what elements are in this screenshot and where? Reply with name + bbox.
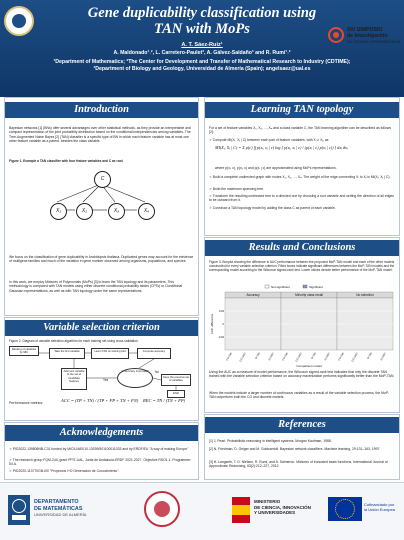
references-panel: References [1] J. Pearl. Probabilistic r… — [204, 414, 400, 480]
eu-logo: Cofinanciado por la Unión Europea — [328, 493, 398, 529]
mi-formula: MI(Xᵢ, Xⱼ | C) = Σ p(c) ∫∫ p(xᵢ, xⱼ | c)… — [215, 145, 348, 150]
ministry-logo: MINISTERIO DE CIENCIA, INNOVACIÓN Y UNIV… — [232, 493, 320, 529]
acc-formula: ACC = (TP + TN) / (TP + FP + TN + FN) — [61, 398, 139, 403]
x-tick-label: CG-TAN — [226, 352, 233, 362]
y-tick-label: 0 — [223, 322, 225, 326]
flow-decision: Is accuracy improved? — [117, 368, 153, 388]
x-tick-label: CG-TAN — [338, 352, 345, 362]
affiliation-1: ¹Department of Mathematics; ²The Center … — [53, 59, 351, 65]
x-tick-label: D-TAN-t — [380, 352, 387, 361]
footer-logos: DEPARTAMENTO DE MATEMÁTICAS UNIVERSIDAD … — [0, 482, 404, 540]
spain-crest-icon — [232, 497, 250, 523]
university-logo — [4, 6, 34, 36]
acknowledgements-panel: Acknowledgements PID2022-139806NB-C31 fu… — [4, 422, 199, 480]
results-paragraph-1: Using the AUC as a measure of model perf… — [209, 370, 395, 379]
authors: A. Maldonado¹˒², L. Carretero-Paulet³, A… — [113, 50, 291, 56]
dept-math-logo: DEPARTAMENTO DE MATEMÁTICAS UNIVERSIDAD … — [8, 493, 104, 529]
intro-paragraph-2: We focus on the classification of gene d… — [9, 255, 194, 264]
learning-step-2: Build a complete undirected graph with n… — [209, 175, 395, 179]
figure1-caption: Figure 1. Example a TAN classifier with … — [9, 159, 123, 163]
reference-3: [3] H. Langseth, T. D. Nielsen, R. Rumí,… — [209, 460, 388, 469]
research-seal-logo — [140, 489, 182, 533]
learning-intro: For a set of feature variables X₁, X₂, .… — [209, 126, 391, 135]
flow-learn-tan: Learn TAN on training fold — [91, 348, 129, 359]
x-tick-label: D-TAN — [367, 352, 373, 360]
panel-title: No selection — [356, 293, 374, 297]
x-tick-label: D-TAN-t — [268, 352, 275, 361]
legend-ns-swatch — [264, 284, 270, 289]
flow-yes-label: Yes — [103, 378, 109, 382]
flow-add-variable: Add next variable to the set of candidat… — [61, 368, 87, 390]
node-x2: X₂ — [76, 203, 93, 220]
y-axis-label: AUC difference — [210, 314, 214, 335]
rec-formula: REC = TN / (TN + FP) — [143, 398, 186, 403]
acknowledgements-heading: Acknowledgements — [5, 425, 198, 441]
references-heading: References — [205, 417, 399, 433]
learning-tan-heading: Learning TAN topology — [205, 102, 399, 118]
flow-compute-accuracy: Compute accuracy — [137, 348, 171, 359]
x-tick-label: D-TAN — [255, 352, 261, 360]
legend-sig-swatch — [302, 284, 308, 289]
panel-title: Accuracy — [246, 293, 260, 297]
y-tick-label: -0.04 — [218, 335, 224, 339]
flow-arrows — [39, 352, 177, 390]
node-x4: X₄ — [138, 203, 155, 220]
panel-title: Minority class recall — [295, 293, 323, 297]
results-heading: Results and Conclusions — [205, 240, 399, 256]
learning-tan-panel: Learning TAN topology For a set of featu… — [204, 97, 400, 236]
metrics-label: Performance metrics: — [9, 401, 44, 405]
variable-selection-panel: Variable selection criterion Figure 2. D… — [4, 317, 199, 421]
results-panel: Results and Conclusions Figure 3. Boxplo… — [204, 237, 400, 413]
eu-flag-icon — [328, 497, 362, 521]
x-tick-label: CG-TAN-t — [351, 352, 359, 363]
symposium-logo: XIV SIMPOSIO de Investigación EN CIENCIA… — [328, 26, 402, 48]
x-tick-label: CG-TAN-t — [295, 352, 303, 363]
figure3-caption: Figure 3. Boxplot showing the difference… — [209, 260, 395, 272]
x-tick-label: D-TAN-t — [324, 352, 331, 361]
presenter: A. T. Sáez-Ruiz¹ — [181, 42, 223, 48]
learning-step-1: Compute MI(Xᵢ, Xⱼ | C) between each pair… — [209, 138, 395, 142]
x-tick-label: CG-TAN-t — [239, 352, 247, 363]
reference-2: [2] N. Friedman, D. Geiger and M. Goldsz… — [209, 447, 381, 451]
intro-paragraph-1: Bayesian networks [1] (BNs) offer severa… — [9, 126, 191, 143]
x-tick-label: CG-TAN — [282, 352, 289, 362]
figure2-caption: Figure 2. Diagram of variable selection … — [9, 339, 138, 343]
learning-step-1-note: where p(xᵢ, c), p(xⱼ, c) and p(xᵢ | c) a… — [215, 166, 337, 170]
intro-paragraph-3: In this work, we employ Mixtures of Poly… — [9, 280, 183, 293]
introduction-panel: Introduction Bayesian networks [1] (BNs)… — [4, 97, 199, 316]
flow-keep-previous: Keep the previous set of variables — [161, 374, 191, 386]
poster-title-line1: Gene duplicability classification using — [87, 5, 317, 21]
dept-math-icon — [8, 495, 30, 525]
reference-1: [1] J. Pearl. Probabilistic reasoning in… — [209, 439, 332, 443]
learning-step-4: Transform the resulting undirected tree … — [209, 194, 395, 203]
flow-ranking: Ranking of variables by MIC — [9, 346, 39, 356]
affiliation-2: ³Department of Biology and Geology, Univ… — [93, 66, 311, 72]
x-axis-label: Comparison model — [296, 364, 322, 368]
x-tick-label: D-TAN — [311, 352, 317, 360]
learning-step-3: Build the maximum spanning tree. — [209, 187, 395, 191]
flow-end: END — [167, 390, 185, 398]
ack-item-3: PID2020-113770GB-I00 "Proyectos I+D Gene… — [9, 469, 194, 473]
learning-step-5: Construct a TAN topology model by adding… — [209, 206, 395, 210]
introduction-heading: Introduction — [5, 102, 198, 118]
node-x1: X₁ — [50, 203, 67, 220]
results-paragraph-2: When the models include a larger number … — [209, 391, 390, 400]
poster-header: Gene duplicability classification using … — [0, 0, 404, 97]
poster-title-line2: TAN with MoPs — [154, 21, 250, 37]
y-tick-label: 0.04 — [219, 309, 225, 313]
flow-first-variable: Take the first variable — [49, 348, 85, 359]
symposium-mark-icon — [328, 27, 344, 43]
legend-sig-label: Significant — [309, 285, 323, 289]
ack-item-1: PID2022-139806NB-C31 funded by MICIU/AEI… — [9, 447, 194, 451]
variable-selection-heading: Variable selection criterion — [5, 320, 198, 336]
node-x3: X₃ — [108, 203, 125, 220]
flow-no-label: No — [155, 370, 160, 374]
legend-ns-label: Not significant — [271, 285, 290, 289]
node-c: C — [94, 171, 111, 188]
ack-item-2: The research group FQM-244, grant PPIT-U… — [9, 458, 194, 467]
